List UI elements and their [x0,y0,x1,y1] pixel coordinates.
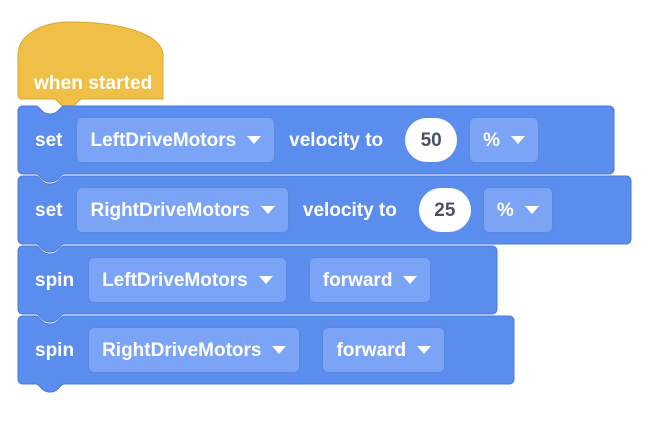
velocity-unit-value: % [483,129,501,151]
block-set-velocity-left[interactable]: set LeftDriveMotors velocity to 50 % [17,105,615,183]
velocity-value: 25 [434,199,456,221]
velocity-unit-dropdown[interactable]: % [469,117,540,163]
set-keyword-label: set [35,129,63,151]
velocity-unit-value: % [496,199,514,221]
chevron-down-icon [272,346,287,354]
motor-group-dropdown[interactable]: LeftDriveMotors [76,117,276,163]
chevron-down-icon [511,136,526,144]
motor-group-value: LeftDriveMotors [102,269,248,291]
velocity-to-label: velocity to [289,129,384,151]
chevron-down-icon [403,276,418,284]
motor-group-value: RightDriveMotors [90,199,250,221]
velocity-value-input[interactable]: 50 [405,118,458,162]
motor-group-dropdown[interactable]: RightDriveMotors [88,327,301,373]
motor-group-value: RightDriveMotors [102,339,262,361]
spin-direction-value: forward [322,269,393,291]
velocity-to-label: velocity to [302,199,397,221]
chevron-down-icon [258,276,273,284]
velocity-value-input[interactable]: 25 [418,188,471,232]
block-when-started[interactable]: when started [17,21,181,108]
set-keyword-label: set [35,199,63,221]
chevron-down-icon [417,346,432,354]
motor-group-dropdown[interactable]: LeftDriveMotors [88,257,287,303]
when-started-block-shape [17,21,164,108]
velocity-unit-dropdown[interactable]: % [482,187,553,233]
motor-group-value: LeftDriveMotors [90,129,237,151]
chevron-down-icon [524,206,539,214]
chevron-down-icon [260,206,275,214]
velocity-value: 50 [420,129,442,151]
chevron-down-icon [247,136,262,144]
when-started-label: when started [34,73,153,94]
spin-direction-value: forward [336,339,407,361]
motor-group-dropdown[interactable]: RightDriveMotors [76,187,289,233]
block-spin-left[interactable]: spin LeftDriveMotors forward [17,245,498,323]
block-set-velocity-right[interactable]: set RightDriveMotors velocity to 25 % [17,175,632,253]
block-spin-right[interactable]: spin RightDriveMotors forward [17,315,515,393]
spin-direction-dropdown[interactable]: forward [308,257,432,303]
spin-keyword-label: spin [35,339,75,361]
spin-keyword-label: spin [35,269,75,291]
spin-direction-dropdown[interactable]: forward [322,327,446,373]
